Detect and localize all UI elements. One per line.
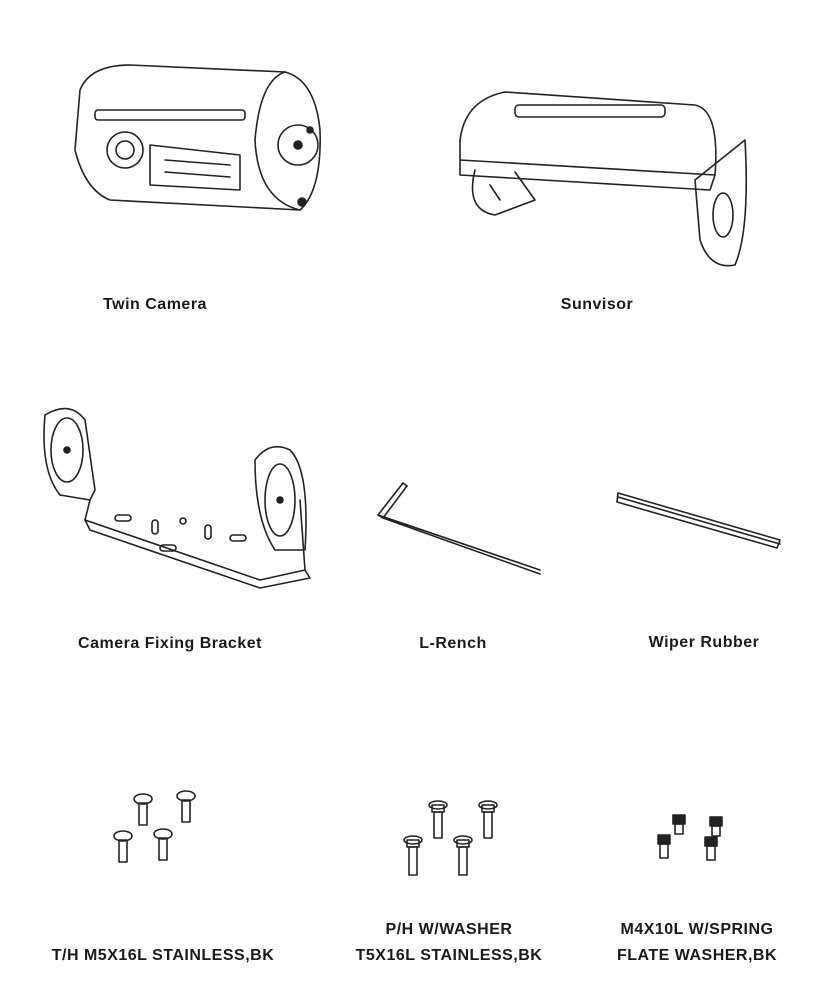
label-line: P/H W/WASHER (385, 921, 513, 938)
l-wrench-icon (377, 482, 541, 575)
label-line: T5X16L STAINLESS,BK (355, 947, 543, 964)
part-label: Sunvisor (560, 296, 634, 313)
part-label: L-Rench (419, 635, 487, 652)
part-label: P/H W/WASHER T5X16L STAINLESS,BK (356, 917, 543, 969)
spring-screws-icon (657, 814, 723, 861)
part-label: Camera Fixing Bracket (78, 635, 262, 652)
twin-camera-icon (74, 64, 321, 211)
washer-screws-icon (403, 800, 498, 876)
bracket-icon (43, 407, 311, 589)
label-line: M4X10L W/SPRING (620, 921, 774, 938)
screws-icon (113, 790, 196, 863)
part-label: Wiper Rubber (648, 634, 760, 651)
part-label: M4X10L W/SPRING FLATE WASHER,BK (617, 917, 777, 969)
label-line: FLATE WASHER,BK (616, 947, 778, 964)
part-label: Twin Camera (103, 296, 207, 313)
label-line: T/H M5X16L STAINLESS,BK (51, 947, 275, 964)
wiper-rubber-icon (616, 492, 781, 549)
sunvisor-icon (459, 91, 748, 267)
part-label: T/H M5X16L STAINLESS,BK (52, 943, 275, 969)
